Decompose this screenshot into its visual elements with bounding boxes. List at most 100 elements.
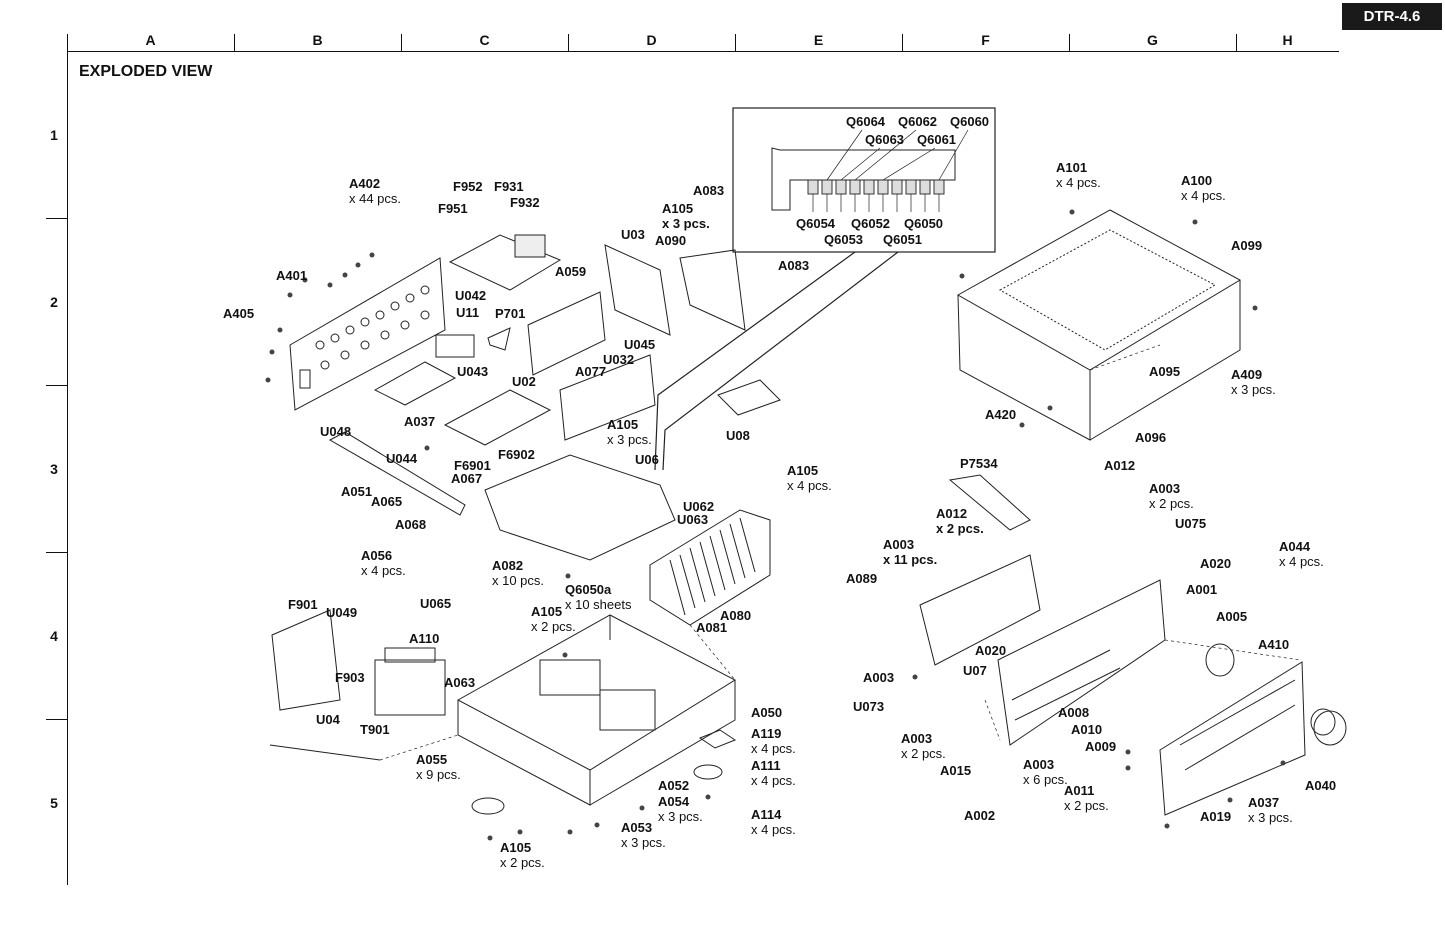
main-pcb-boards (484, 244, 781, 561)
part-qty: x 4 pcs. (751, 773, 796, 788)
part-label-q6051: Q6051 (883, 232, 922, 247)
part-code: A099 (1231, 238, 1263, 253)
part-label-a068: A068 (395, 517, 426, 532)
part-code: A114 (751, 807, 782, 822)
part-code: A003 (863, 670, 895, 685)
part-label-a040: A040 (1305, 778, 1336, 793)
part-code: U063 (677, 512, 709, 527)
part-qty: x 2 pcs. (1149, 496, 1194, 511)
row-label-3: 3 (50, 461, 58, 477)
part-code: F6901 (454, 458, 491, 473)
part-label-a009: A009 (1085, 739, 1116, 754)
part-code: Q6050a (565, 582, 612, 597)
part-code: A002 (964, 808, 996, 823)
feet (471, 729, 737, 815)
part-label-u042: U042 (455, 288, 486, 303)
part-code: U11 (456, 305, 480, 320)
part-label-q6052: Q6052 (851, 216, 890, 231)
row-label-1: 1 (50, 127, 58, 143)
part-label-a005: A005 (1216, 609, 1247, 624)
part-label-f951: F951 (438, 201, 468, 216)
part-code: U044 (386, 451, 418, 466)
column-divider (1236, 34, 1237, 51)
row-ruler: 1 2 3 4 5 (0, 51, 68, 885)
part-code: A401 (276, 268, 308, 283)
part-label-f903: F903 (335, 670, 365, 685)
part-code: A020 (1200, 556, 1232, 571)
part-code: A003 (1149, 481, 1181, 496)
part-label-a020-right: A020 (1200, 556, 1231, 571)
part-code: A110 (409, 631, 440, 646)
part-code: A089 (846, 571, 878, 586)
part-code: A054 (658, 794, 690, 809)
part-label-f6901: F6901 (454, 458, 491, 473)
part-label-q6061: Q6061 (917, 132, 956, 147)
part-code: A009 (1085, 739, 1117, 754)
part-code: Q6064 (846, 114, 886, 129)
part-code: Q6063 (865, 132, 905, 147)
part-code: Q6060 (950, 114, 990, 129)
column-label-g: G (1147, 32, 1158, 48)
column-label-f: F (981, 32, 990, 48)
part-code: A015 (940, 763, 972, 778)
model-name: DTR-4.6 (1363, 8, 1421, 25)
part-code: A010 (1071, 722, 1103, 737)
part-label-u06: U06 (635, 452, 659, 467)
part-code: P701 (495, 306, 526, 321)
part-code: A003 (1023, 757, 1055, 772)
part-code: A402 (349, 176, 381, 191)
part-label-f931: F931 (494, 179, 524, 194)
part-qty: x 4 pcs. (1056, 175, 1101, 190)
part-label-a420: A420 (985, 407, 1016, 422)
screws (265, 209, 1286, 841)
part-label-u048: U048 (320, 424, 351, 439)
part-qty: x 10 sheets (565, 597, 632, 612)
part-code: A003 (901, 731, 933, 746)
part-code: A105 (531, 604, 563, 619)
part-label-u063: U063 (677, 512, 708, 527)
part-code: U06 (635, 452, 659, 467)
part-code: U07 (963, 663, 987, 678)
part-label-f952: F952 (453, 179, 483, 194)
part-code: A003 (883, 537, 915, 552)
part-code: U045 (624, 337, 656, 352)
column-divider (67, 34, 68, 51)
input-pcb-boards (373, 234, 562, 446)
transformer (269, 609, 446, 761)
part-code: Q6052 (851, 216, 891, 231)
column-ruler: A B C D E F G H (67, 30, 1339, 52)
front-panel (1159, 661, 1306, 816)
part-code: A119 (751, 726, 782, 741)
part-code: A090 (655, 233, 687, 248)
speaker-knob (1205, 643, 1235, 677)
part-code: A001 (1186, 582, 1218, 597)
part-label-a083-right: A083 (778, 258, 809, 273)
part-label-q6053: Q6053 (824, 232, 863, 247)
part-code: A082 (492, 558, 524, 573)
part-code: U02 (512, 374, 536, 389)
part-code: A055 (416, 752, 448, 767)
part-code: U065 (420, 596, 452, 611)
part-label-a010: A010 (1071, 722, 1102, 737)
part-code: A005 (1216, 609, 1248, 624)
row-label-2: 2 (50, 294, 58, 310)
part-label-a063: A063 (444, 675, 475, 690)
part-label-u045: U045 (624, 337, 655, 352)
part-qty: x 4 pcs. (751, 741, 796, 756)
part-code: A405 (223, 306, 255, 321)
part-label-u062: U062 (683, 499, 714, 514)
row-divider (46, 218, 67, 219)
part-code: A111 (751, 758, 781, 773)
part-code: Q6053 (824, 232, 864, 247)
column-divider (902, 34, 903, 51)
